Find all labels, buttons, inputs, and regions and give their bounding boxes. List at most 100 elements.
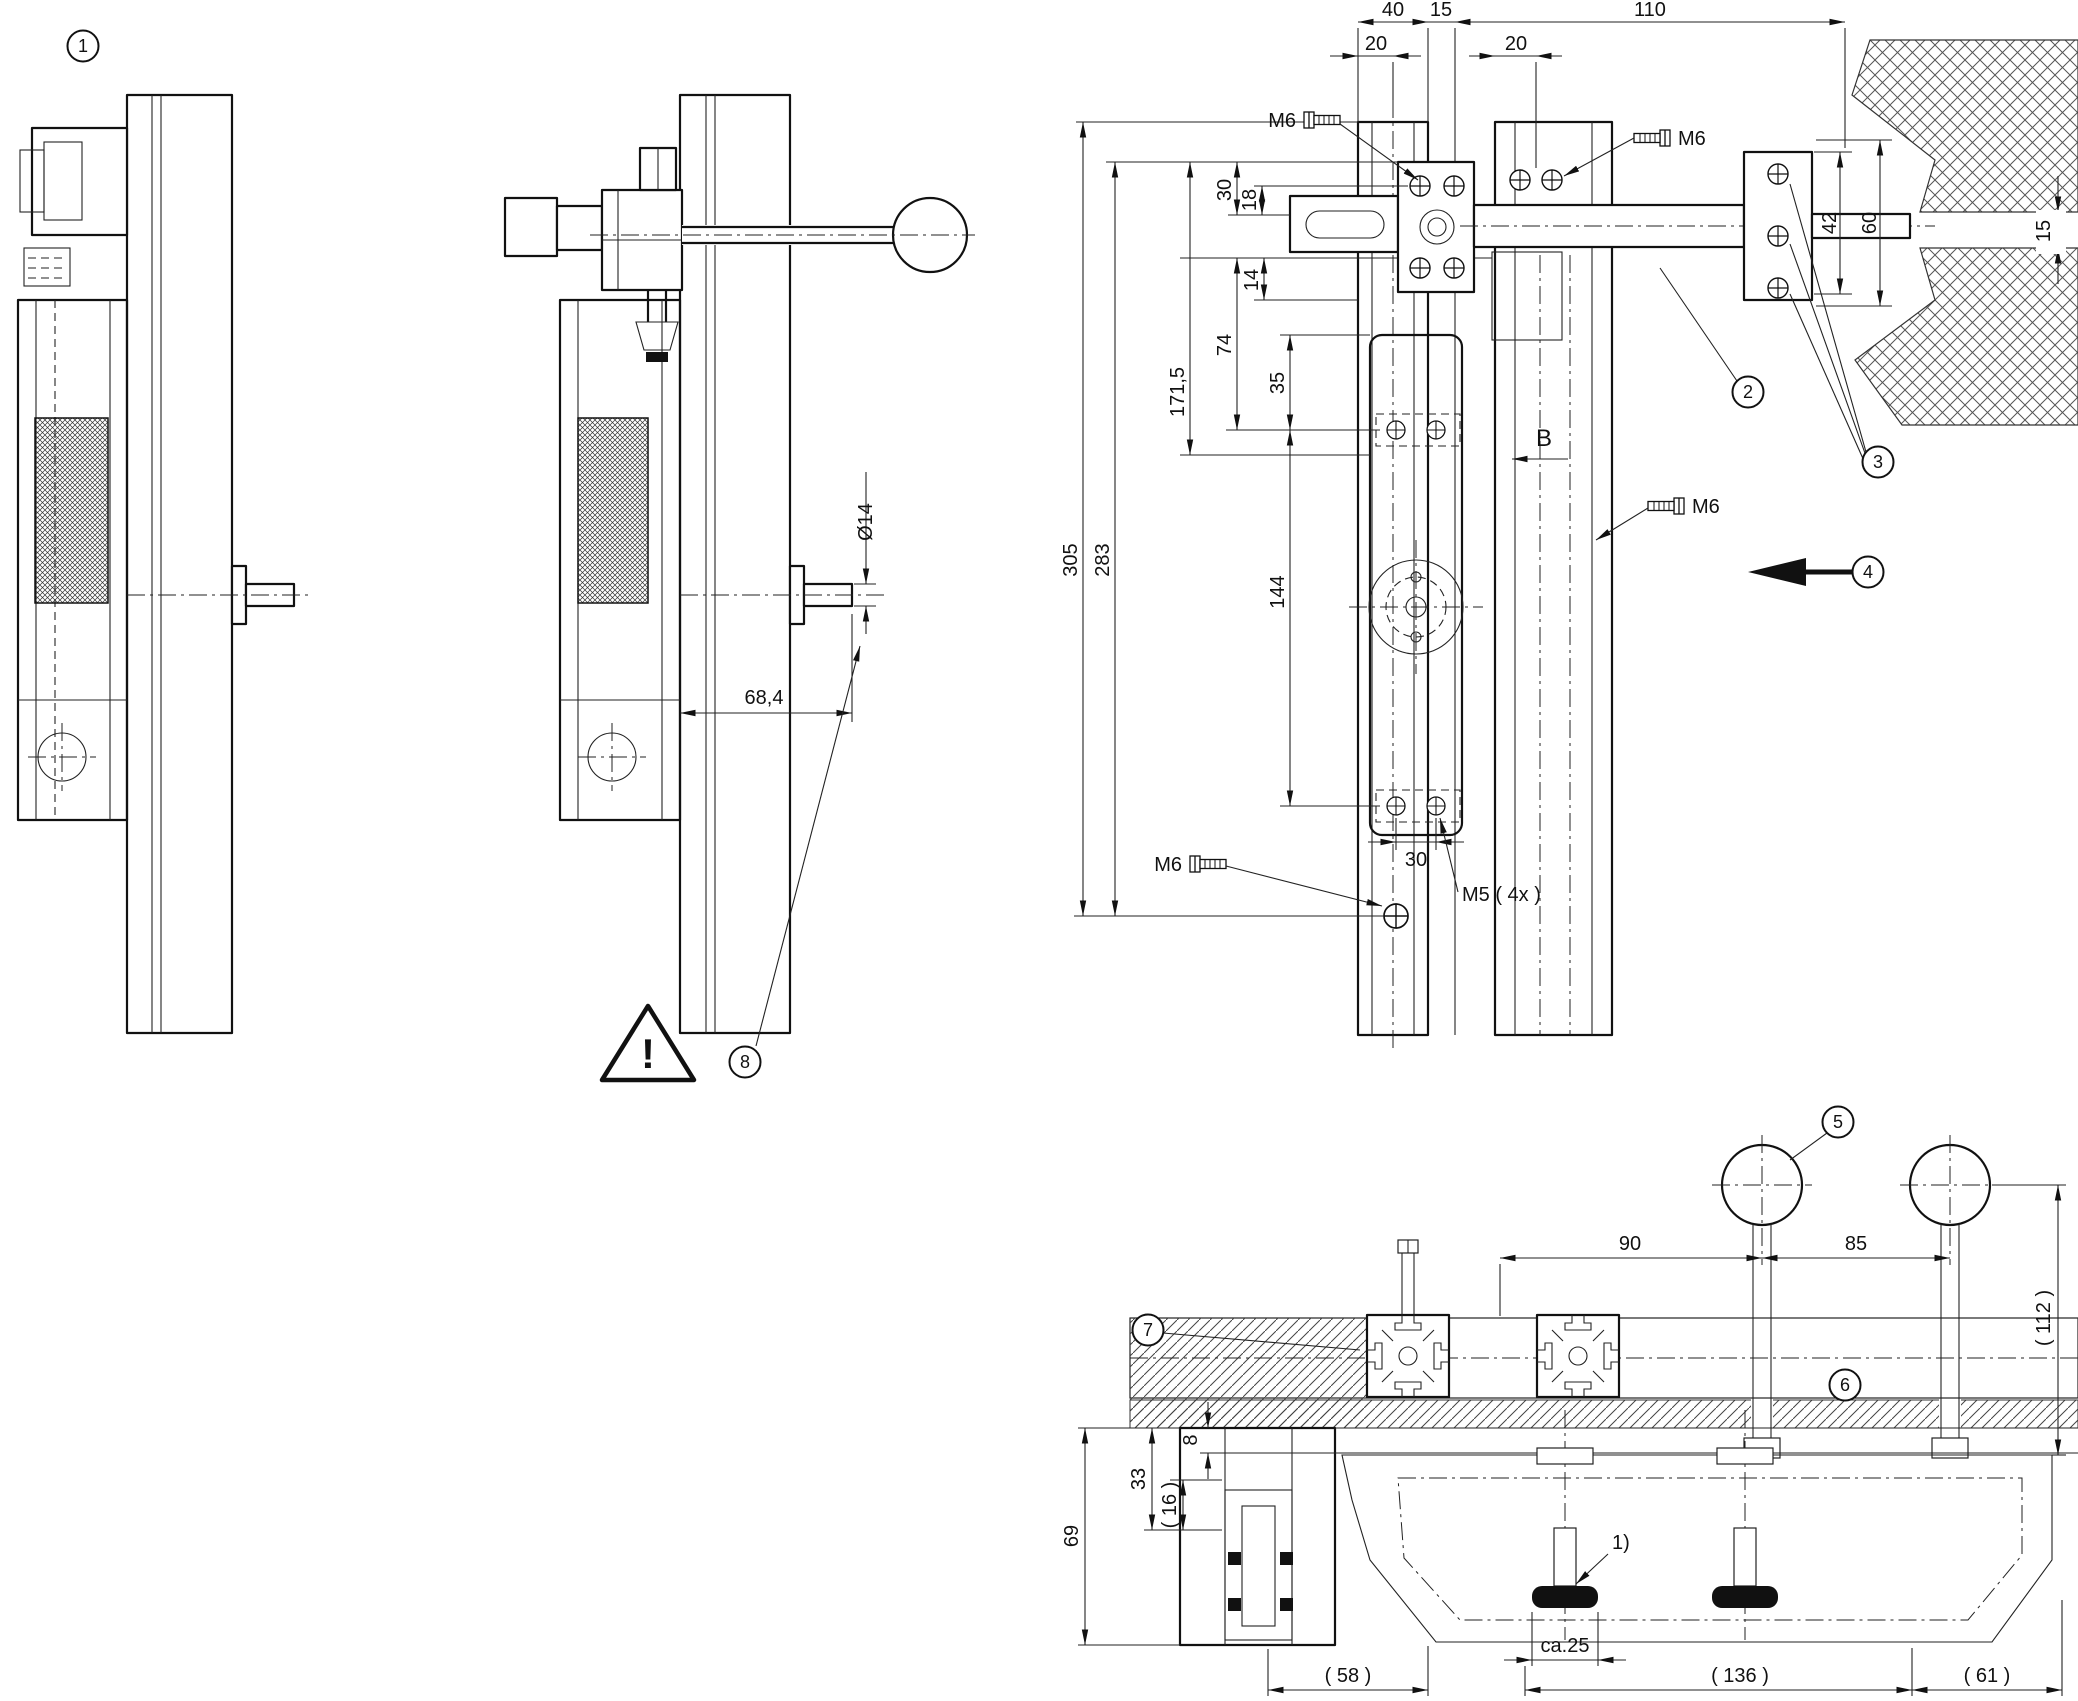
thread-m6-top-right: M6 <box>1563 128 1706 177</box>
dim-18: 18 <box>1239 189 1261 211</box>
warning-mark: ! <box>641 1030 655 1077</box>
warning-triangle-icon <box>599 1003 697 1083</box>
callout-8: 8 <box>728 1045 762 1079</box>
profile-screw-top <box>1397 1239 1419 1315</box>
dim-14: 14 <box>1241 269 1263 291</box>
dim-15-right: 15 <box>2033 220 2055 242</box>
dim-68-4: 68,4 <box>680 614 853 722</box>
dim-69: 69 <box>1061 1525 1083 1547</box>
dim-35: 35 <box>1267 372 1289 394</box>
direction-arrow <box>1748 558 1806 586</box>
callout-2: 2 <box>1659 267 1765 409</box>
front-bottom-dims: 30 M5 ( 4x ) <box>1368 817 1541 906</box>
callout-6-label: 6 <box>1840 1375 1850 1395</box>
dim-20b: 20 <box>1505 33 1527 55</box>
screw-icon <box>1647 497 1685 515</box>
thread-m6-label: M6 <box>1692 496 1720 518</box>
dim-136: ( 136 ) <box>1711 1665 1769 1687</box>
callout-6: 6 <box>1828 1368 1862 1402</box>
thread-m6-label: M6 <box>1268 110 1296 132</box>
lock-body-side <box>16 298 129 822</box>
footnote-1: 1) <box>1575 1532 1630 1585</box>
leader-callout-8 <box>755 645 861 1047</box>
guide-bracket <box>1491 251 1563 341</box>
dim-15: 15 <box>1430 0 1452 21</box>
callout-8-label: 8 <box>740 1052 750 1072</box>
dim-74: 74 <box>1214 334 1236 356</box>
screw-icon <box>1189 855 1227 873</box>
dim-85: 85 <box>1845 1233 1867 1255</box>
callout-3-label: 3 <box>1873 452 1883 472</box>
dim-305: 305 <box>1060 543 1082 576</box>
view-side-closed: 1 <box>16 29 312 1035</box>
lock-body-side-2 <box>558 298 682 822</box>
topview-dim-112: ( 112 ) <box>1992 1184 2066 1456</box>
lever-shaft-and-ball <box>590 196 975 274</box>
view-front: 40 15 110 20 20 305 283 <box>1060 0 2078 1050</box>
topview-dim-ca25: ca.25 <box>1504 1612 1626 1666</box>
callout-5: 5 <box>1789 1105 1855 1161</box>
dim-68-4-label: 68,4 <box>745 687 784 709</box>
footnote-ref: 1) <box>1612 1532 1630 1554</box>
dim-33: 33 <box>1128 1468 1150 1490</box>
dim-58: ( 58 ) <box>1325 1665 1372 1687</box>
lever-clamp <box>503 146 684 362</box>
dim-42: 42 <box>1819 212 1841 234</box>
dim-dia14-label: Ø14 <box>855 503 877 541</box>
dim-dia14: Ø14 <box>854 472 877 634</box>
profile-bar <box>125 93 234 1035</box>
front-left-dims: 305 283 171,5 30 18 74 14 35 144 <box>1060 121 1408 917</box>
dim-283: 283 <box>1092 543 1114 576</box>
wall-section <box>1851 39 2078 426</box>
slotted-bracket <box>1288 194 1400 254</box>
dim-8: 8 <box>1180 1434 1202 1445</box>
dim-60: 60 <box>1859 212 1881 234</box>
dim-112: ( 112 ) <box>2033 1290 2055 1346</box>
callout-7: 7 <box>1131 1313 1361 1351</box>
plate-section-strip <box>1129 1399 2078 1429</box>
dim-110: 110 <box>1634 0 1666 21</box>
lock-unit-front <box>1349 333 1483 929</box>
thread-m6-label: M6 <box>1154 854 1182 876</box>
dim-171-5: 171,5 <box>1167 367 1189 417</box>
dim-61: ( 61 ) <box>1964 1665 2011 1687</box>
extrusion-profile-section <box>1367 1315 1449 1397</box>
section-b-label: B <box>1536 425 1552 452</box>
slide-nut-2 <box>1712 1410 1778 1640</box>
striker-pin-side-2 <box>680 564 884 626</box>
striker-pin-side <box>127 564 312 626</box>
top-bracket <box>19 126 129 237</box>
view-side-lever: Ø14 68,4 ! 8 <box>503 93 975 1083</box>
view-top: 1) 90 85 ( 112 ) 69 33 ( 16 ) 8 <box>1061 1105 2078 1696</box>
callout-1: 1 <box>66 29 100 63</box>
callout-4: 4 <box>1748 555 1885 589</box>
screw-icon <box>1633 129 1671 147</box>
topview-left-dims: 69 33 ( 16 ) 8 <box>1061 1402 1335 1646</box>
dim-20a: 20 <box>1365 33 1387 55</box>
callout-2-label: 2 <box>1743 382 1753 402</box>
dim-144: 144 <box>1267 575 1289 608</box>
thread-m6-label: M6 <box>1678 128 1706 150</box>
thread-m6-mid: M6 <box>1595 496 1720 541</box>
callout-1-label: 1 <box>78 36 88 56</box>
knurled-knob-side-2 <box>577 417 649 604</box>
screw-icon <box>1303 111 1341 129</box>
slide-housing <box>1178 1426 1337 1647</box>
extrusion-profile-section <box>1537 1315 1619 1397</box>
slide-pan <box>1341 1454 2053 1643</box>
ball-handle-alternate <box>1900 1135 2000 1459</box>
front-top-dims: 40 15 110 20 20 <box>1330 0 1846 168</box>
small-block <box>23 247 71 287</box>
topview-bottom-dims: ( 58 ) ( 136 ) ( 61 ) <box>1267 1600 2063 1696</box>
dim-30-bottom: 30 <box>1405 849 1427 871</box>
bottom-mount-hole <box>1383 903 1409 929</box>
thread-m5-label: M5 ( 4x ) <box>1462 884 1541 906</box>
callout-3: 3 <box>1789 183 1895 479</box>
section-b: B <box>1512 425 1568 463</box>
callout-4-label: 4 <box>1863 562 1873 582</box>
dim-16: ( 16 ) <box>1159 1482 1181 1529</box>
door-profile <box>1493 120 1614 1037</box>
dim-30-left: 30 <box>1214 179 1236 201</box>
